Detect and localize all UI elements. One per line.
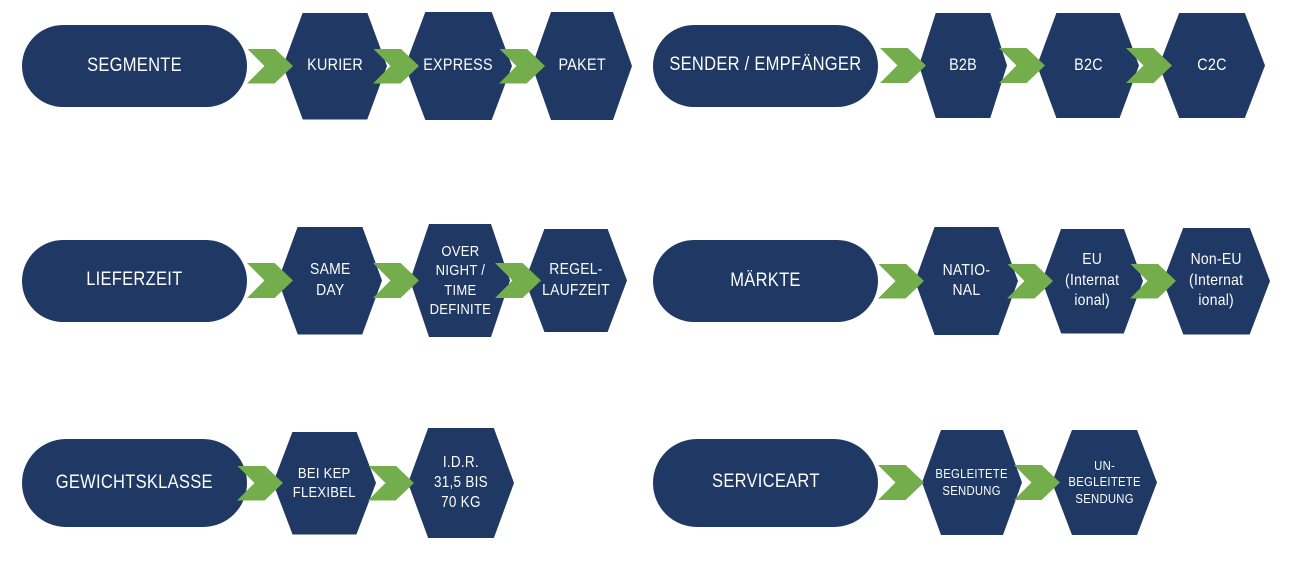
hex-kurier-label: KURIER bbox=[307, 56, 363, 75]
hex-kurier: KURIER bbox=[283, 12, 387, 120]
pill-lieferzeit: LIEFERZEIT bbox=[22, 239, 247, 322]
pill-segmente-label: SEGMENTE bbox=[87, 54, 182, 76]
hex-begleitete-sendung: BEGLEITETE SENDUNG bbox=[922, 430, 1022, 535]
hex-overnight-time-definite: OVER NIGHT / TIME DEFINITE bbox=[410, 224, 510, 337]
hex-c2c: C2C bbox=[1159, 13, 1265, 118]
hex-unbegleitete-sendung: UN- BEGLEITETE SENDUNG bbox=[1052, 430, 1157, 535]
flow-arrow-icon bbox=[880, 48, 926, 83]
hex-non-eu-international-label: Non-EU (Internat ional) bbox=[1189, 251, 1244, 310]
chain-gewichtsklasse: GEWICHTSKLASSE BEI KEP FLEXIBEL I.D.R. 3… bbox=[22, 428, 514, 538]
chain-serviceart: SERVICEART BEGLEITETE SENDUNG UN- BEGLEI… bbox=[653, 430, 1157, 535]
hex-express-label: EXPRESS bbox=[423, 56, 494, 75]
flow-arrow-icon bbox=[247, 48, 293, 84]
hex-overnight-time-definite-label: OVER NIGHT / TIME DEFINITE bbox=[429, 243, 491, 318]
hex-paket: PAKET bbox=[532, 12, 632, 120]
pill-gewichtsklasse-label: GEWICHTSKLASSE bbox=[55, 471, 214, 493]
pill-lieferzeit-label: LIEFERZEIT bbox=[86, 269, 183, 291]
hex-express: EXPRESS bbox=[405, 12, 512, 120]
hex-eu-international-label: EU (Internat ional) bbox=[1065, 251, 1120, 310]
hex-unbegleitete-sendung-label: UN- BEGLEITETE SENDUNG bbox=[1068, 457, 1141, 506]
hex-bei-kep-flexibel: BEI KEP FLEXIBEL bbox=[273, 431, 376, 535]
hex-national-label: NATIO- NAL bbox=[942, 261, 991, 299]
hex-idr-315-bis-70kg-label: I.D.R. 31,5 BIS 70 KG bbox=[434, 454, 488, 511]
pill-serviceart-label: SERVICEART bbox=[711, 471, 820, 493]
hex-non-eu-international: Non-EU (Internat ional) bbox=[1163, 227, 1270, 335]
hex-b2b: B2B bbox=[919, 13, 1007, 118]
pill-maerkte: MÄRKTE bbox=[653, 240, 878, 322]
flow-arrow-icon bbox=[878, 465, 924, 500]
chain-sender-empfaenger: SENDER / EMPFÄNGER B2B B2C C2C bbox=[653, 13, 1265, 118]
flow-arrow-icon bbox=[878, 263, 924, 299]
hex-national: NATIO- NAL bbox=[915, 227, 1018, 335]
pill-gewichtsklasse: GEWICHTSKLASSE bbox=[22, 439, 247, 527]
pill-sender-empfaenger: SENDER / EMPFÄNGER bbox=[653, 24, 878, 107]
hex-same-day-label: SAME DAY bbox=[309, 261, 351, 299]
chain-segmente: SEGMENTE KURIER EXPRESS PAKET bbox=[22, 12, 632, 120]
hex-regellaufzeit-label: REGEL- LAUFZEIT bbox=[542, 261, 610, 299]
hex-eu-international: EU (Internat ional) bbox=[1042, 228, 1143, 334]
hex-bei-kep-flexibel-label: BEI KEP FLEXIBEL bbox=[292, 464, 357, 501]
hex-b2c-label: B2C bbox=[1073, 55, 1103, 74]
hex-c2c-label: C2C bbox=[1197, 55, 1227, 74]
hex-begleitete-sendung-label: BEGLEITETE SENDUNG bbox=[935, 465, 1009, 498]
chain-maerkte: MÄRKTE NATIO- NAL EU (Internat ional) No… bbox=[653, 227, 1270, 335]
pill-serviceart: SERVICEART bbox=[653, 438, 878, 527]
hex-paket-label: PAKET bbox=[558, 56, 606, 75]
pill-sender-empfaenger-label: SENDER / EMPFÄNGER bbox=[669, 54, 862, 76]
hex-idr-315-bis-70kg: I.D.R. 31,5 BIS 70 KG bbox=[408, 428, 514, 538]
hex-same-day: SAME DAY bbox=[278, 226, 382, 335]
hex-b2b-label: B2B bbox=[949, 55, 977, 74]
hex-b2c: B2C bbox=[1037, 13, 1139, 118]
chain-lieferzeit: LIEFERZEIT SAME DAY OVER NIGHT / TIME DE… bbox=[22, 224, 627, 337]
pill-maerkte-label: MÄRKTE bbox=[730, 269, 801, 291]
pill-segmente: SEGMENTE bbox=[22, 25, 247, 107]
hex-regellaufzeit: REGEL- LAUFZEIT bbox=[525, 229, 627, 332]
